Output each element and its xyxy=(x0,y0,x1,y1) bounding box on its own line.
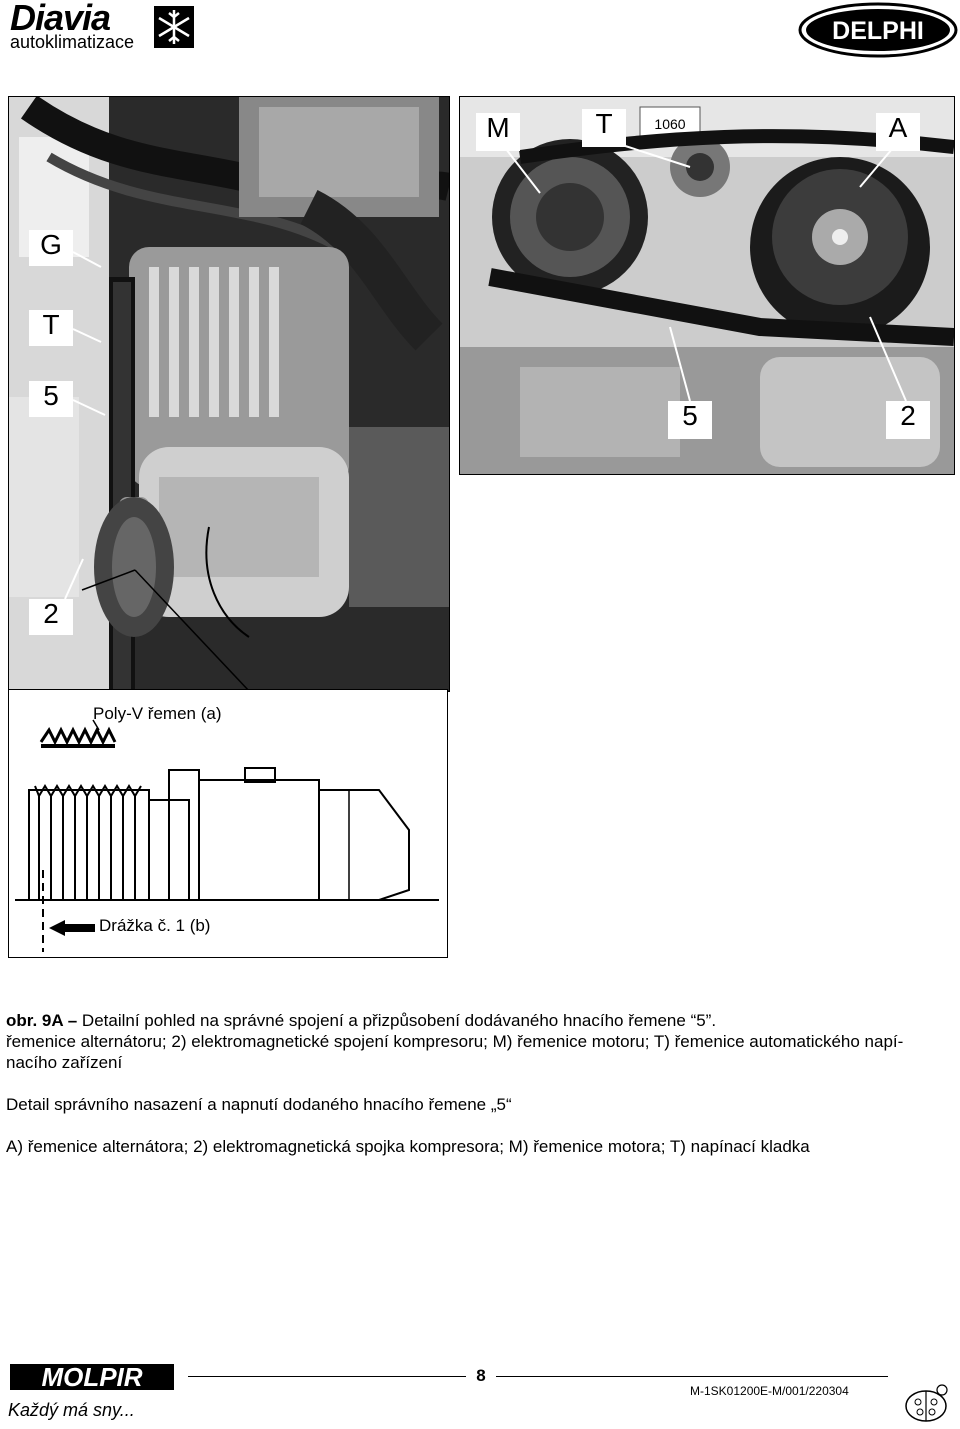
belt-label: Poly-V řemen (a) xyxy=(93,704,222,723)
label-5-right: 5 xyxy=(668,401,712,439)
label-2-right: 2 xyxy=(886,401,930,439)
molpir-wordmark: MOLPIR xyxy=(41,1362,142,1392)
label-2: 2 xyxy=(29,599,73,635)
caption-line-1-rest: Detailní pohled na správné spojení a při… xyxy=(77,1011,717,1030)
page-number: 8 xyxy=(466,1366,496,1386)
delphi-logo: DELPHI xyxy=(798,2,958,58)
ladybug-icon xyxy=(898,1380,952,1424)
molpir-logo: MOLPIR Každý má sny... xyxy=(2,1360,182,1422)
label-g: G xyxy=(29,230,73,266)
label-t-right: T xyxy=(582,109,626,147)
fig-prefix: obr. xyxy=(6,1011,42,1030)
caption-legend: A) řemenice alternátora; 2) elektromagne… xyxy=(6,1137,810,1156)
brand-name: Diavia xyxy=(10,0,111,38)
caption-line-3: nacího zařízení xyxy=(6,1053,123,1072)
caption-line-1: obr. 9A – Detailní pohled na správné spo… xyxy=(6,1010,956,1031)
footer-rule xyxy=(188,1376,888,1377)
callout-connector xyxy=(81,569,251,693)
molpir-slogan: Každý má sny... xyxy=(8,1400,135,1420)
label-t: T xyxy=(29,310,73,346)
delphi-wordmark: DELPHI xyxy=(832,17,924,45)
caption-line-2: řemenice alternátoru; 2) elektromagnetic… xyxy=(6,1032,904,1051)
pulley-diagram: Poly-V řemen (a) Drážka č. 1 (b) xyxy=(8,689,448,958)
snowflake-icon xyxy=(154,6,194,48)
diavia-logo: Diavia autoklimatizace xyxy=(4,0,204,52)
label-a: A xyxy=(876,113,920,151)
fig-number: 9A – xyxy=(41,1011,78,1030)
figure-caption: obr. 9A – Detailní pohled na správné spo… xyxy=(6,1010,956,1157)
part-number: 1060 xyxy=(654,116,685,132)
brand-subtitle: autoklimatizace xyxy=(10,32,135,52)
groove-label: Drážka č. 1 (b) xyxy=(99,916,211,935)
label-5: 5 xyxy=(29,381,73,417)
engine-photo-right: 1060 M T A 5 2 xyxy=(459,96,955,475)
document-code: M-1SK01200E-M/001/220304 xyxy=(690,1384,849,1398)
caption-detail: Detail správního nasazení a napnutí doda… xyxy=(6,1095,512,1114)
engine-photo-left: G T 5 2 xyxy=(8,96,450,692)
label-m: M xyxy=(476,113,520,151)
